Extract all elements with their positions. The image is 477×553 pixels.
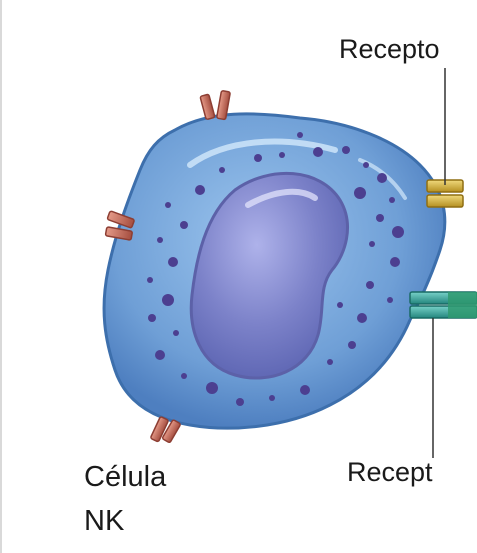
cell-name-line-2: NK <box>84 499 166 543</box>
receptor-label-bottom: Recept <box>347 456 433 488</box>
inhibitory-receptor <box>410 292 477 318</box>
cell-name-label: Célula NK <box>84 455 166 543</box>
cell-name-line-1: Célula <box>84 455 166 499</box>
receptor-label-top: Recepto <box>339 33 440 65</box>
